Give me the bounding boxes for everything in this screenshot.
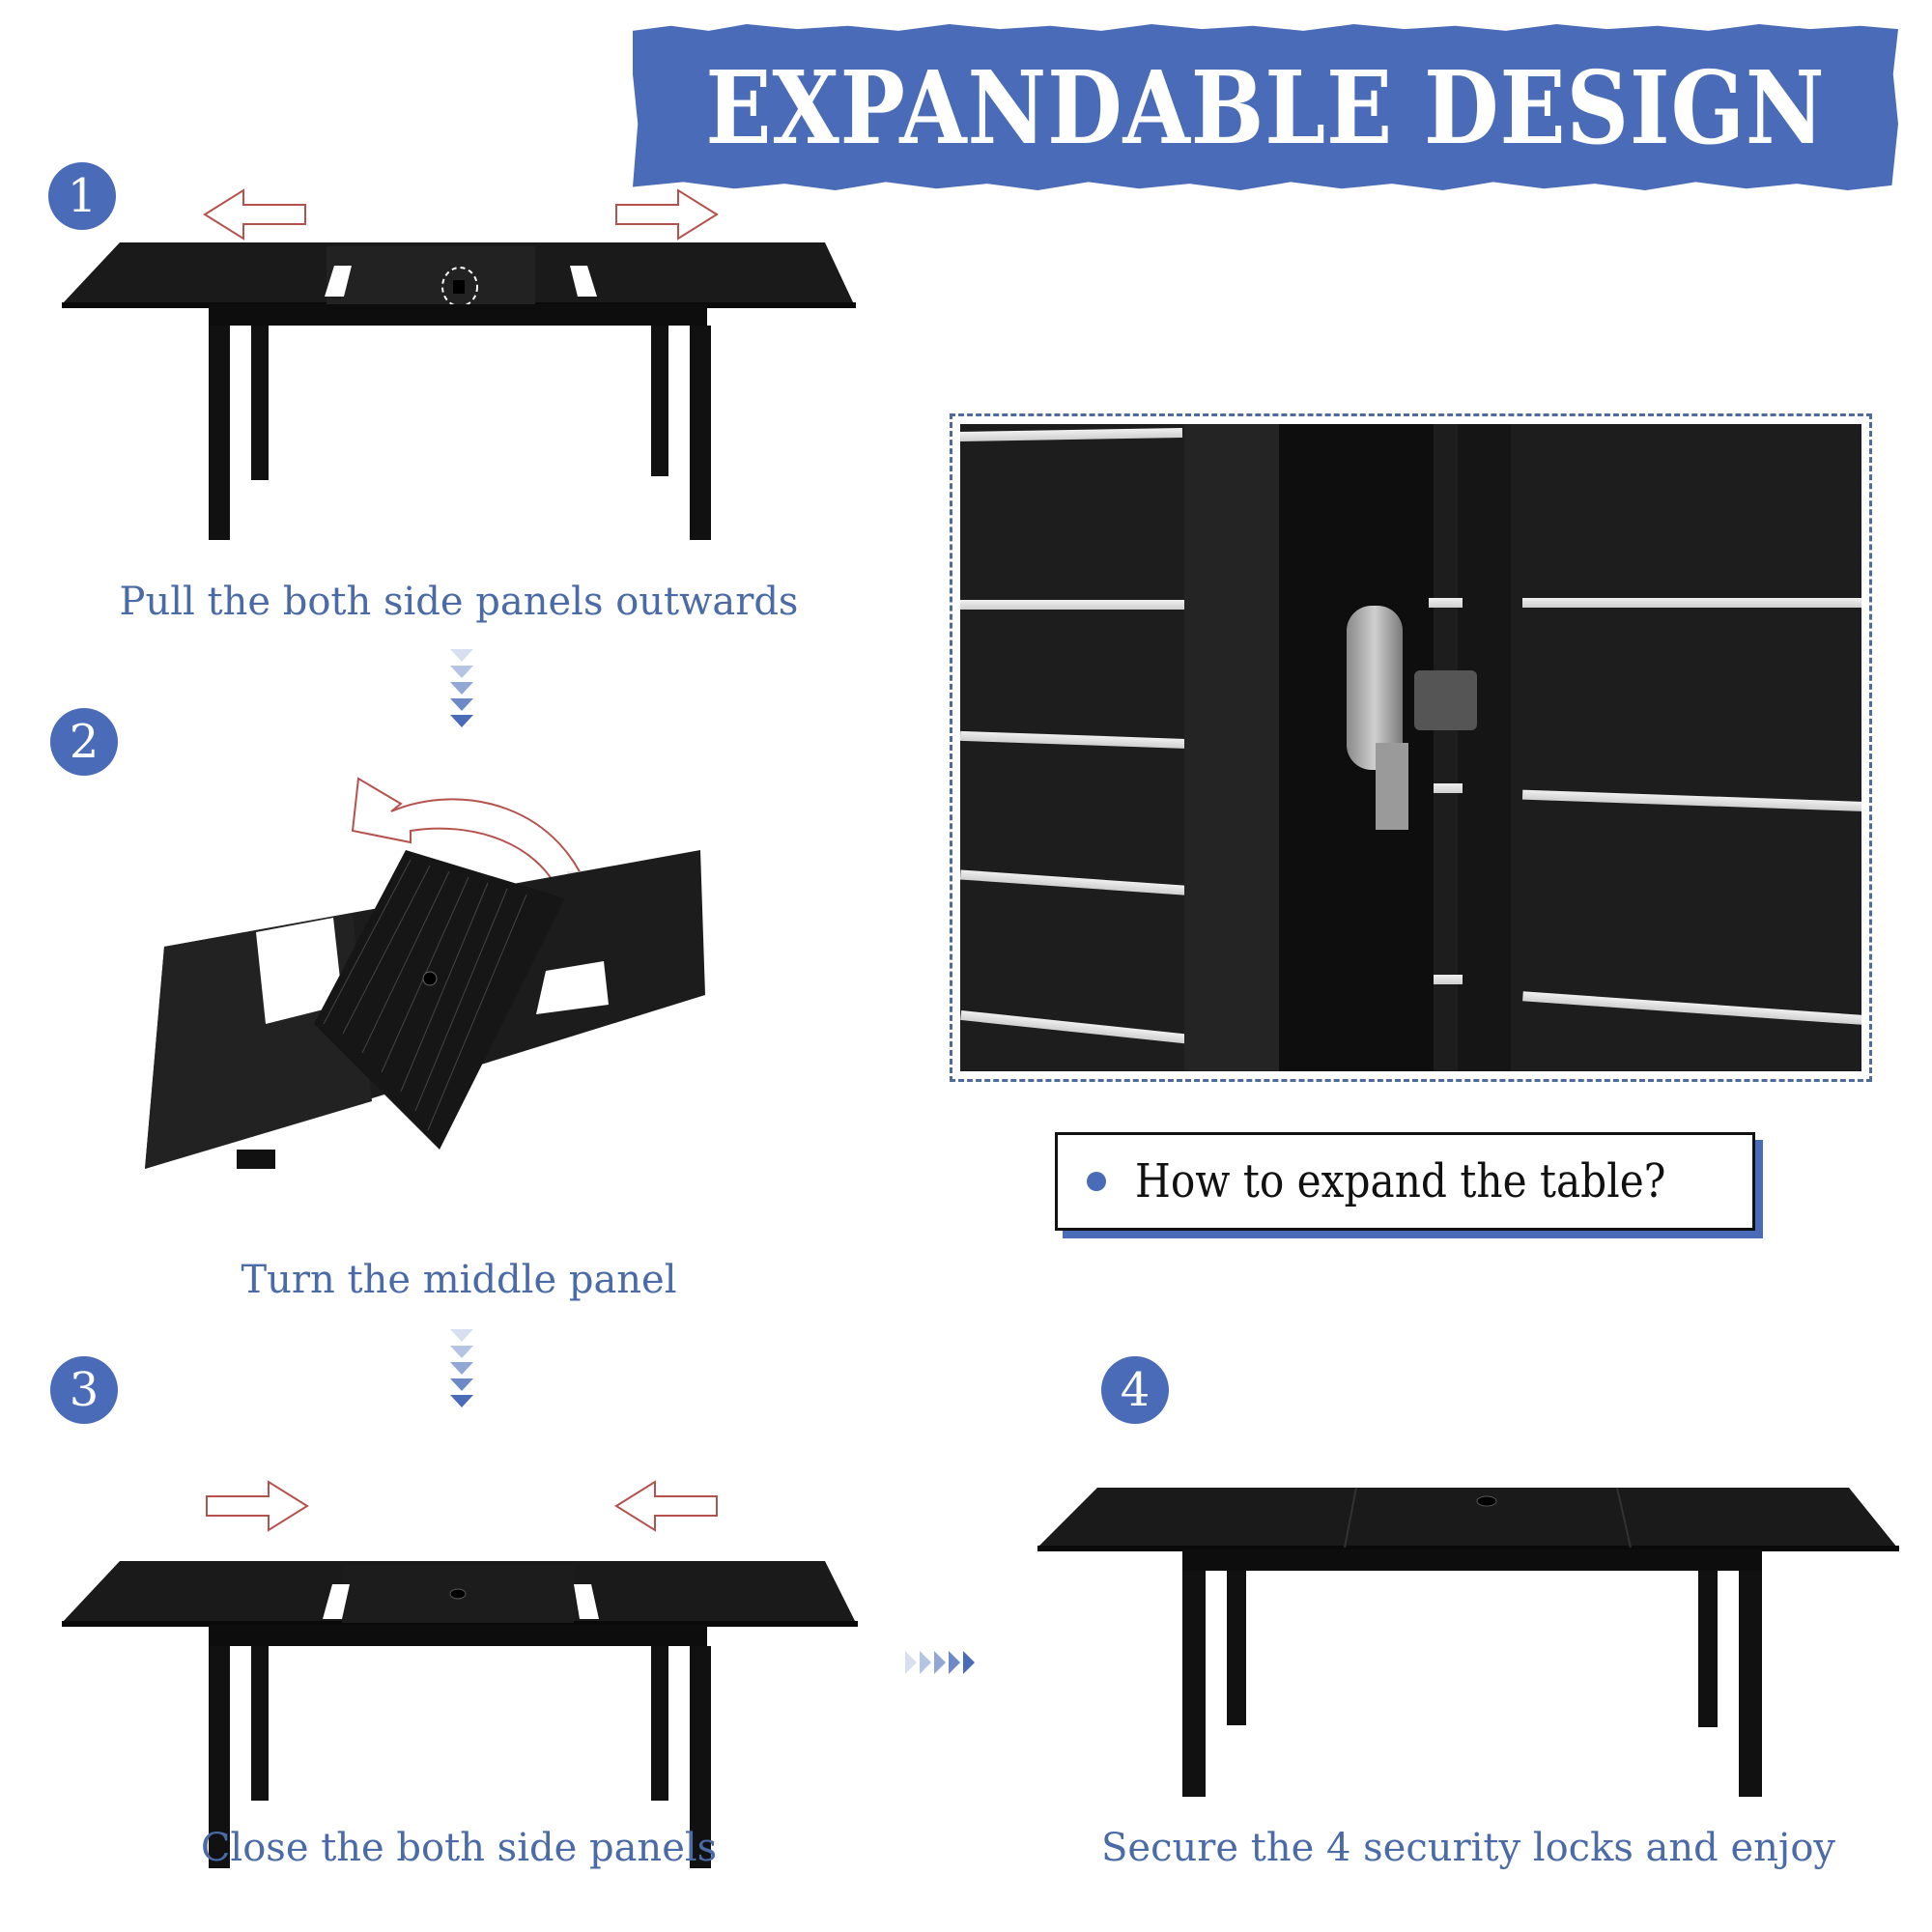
step-3-caption: Close the both side panels: [200, 1826, 718, 1870]
table-step-2-image: [145, 777, 705, 1169]
table-step-1-image: [62, 242, 856, 540]
step-4-number: 4: [1120, 1363, 1151, 1417]
step-1-caption: Pull the both side panels outwards: [119, 580, 799, 624]
arrow-left-inward-icon: [614, 1480, 718, 1532]
arrow-left-icon: [203, 188, 306, 241]
security-lock-photo: [960, 424, 1861, 1071]
table-step-3-image: [62, 1561, 858, 1868]
chevron-down-cascade-icon: [450, 649, 473, 727]
step-2-caption: Turn the middle panel: [241, 1258, 677, 1302]
latch-catch: [1414, 670, 1477, 730]
lock-detail-photo-frame: [950, 413, 1872, 1082]
arrow-right-inward-icon: [206, 1480, 309, 1532]
chevron-down-cascade-icon: [450, 1329, 473, 1407]
step-2-badge: 2: [50, 708, 118, 776]
step-2-number: 2: [69, 715, 99, 769]
step-3-number: 3: [69, 1363, 99, 1417]
arrow-right-icon: [615, 188, 719, 241]
title-banner: EXPANDABLE DESIGN: [633, 24, 1898, 190]
table-step-4-image: [1037, 1487, 1899, 1797]
step-4-badge: 4: [1101, 1356, 1169, 1424]
latch-lever: [1376, 743, 1408, 830]
latch-plate: [1347, 606, 1403, 770]
step-3-badge: 3: [50, 1356, 118, 1424]
page-title: EXPANDABLE DESIGN: [705, 47, 1826, 167]
step-1-number: 1: [67, 169, 98, 223]
question-text: How to expand the table?: [1135, 1154, 1666, 1208]
bullet-icon: [1087, 1172, 1106, 1191]
step-4-caption: Secure the 4 security locks and enjoy: [1101, 1826, 1835, 1870]
chevron-right-cascade-icon: [905, 1651, 975, 1674]
step-1-badge: 1: [48, 162, 116, 230]
question-box: How to expand the table?: [1055, 1132, 1755, 1231]
